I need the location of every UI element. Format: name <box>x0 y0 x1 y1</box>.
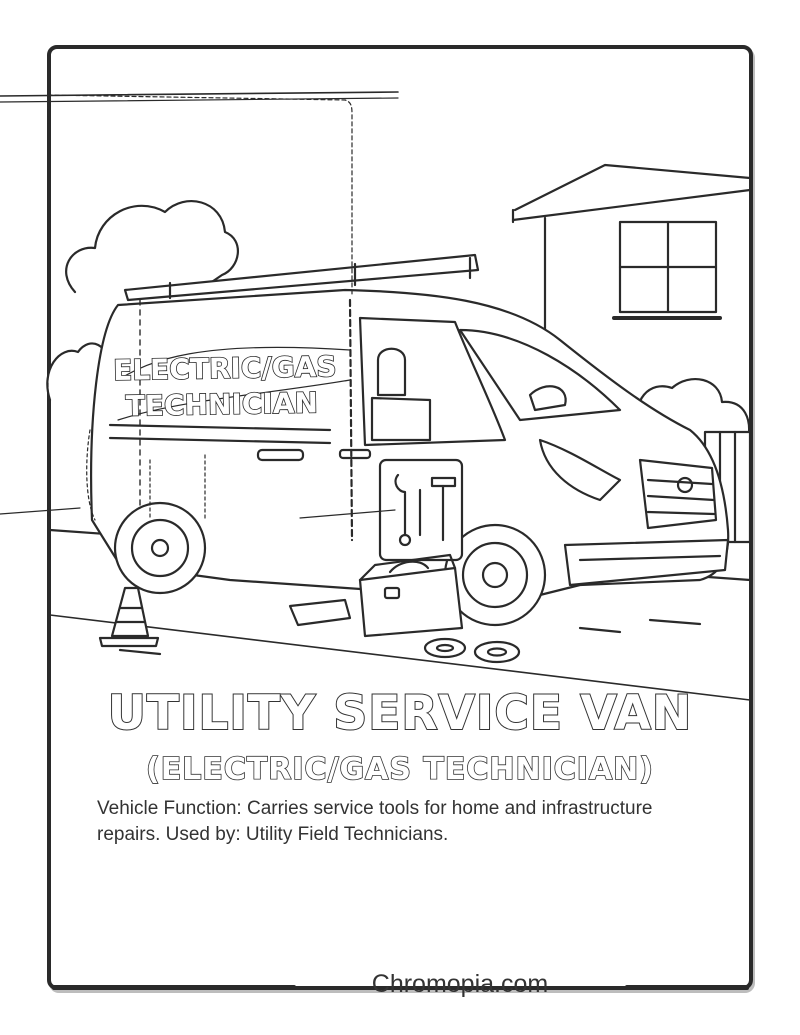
house <box>511 163 752 332</box>
van-side-text-line2: TECHNICIAN <box>125 386 318 422</box>
small-case <box>288 598 352 627</box>
van <box>90 253 730 602</box>
page-subtitle: (ELECTRIC/GAS TECHNICIAN) <box>145 751 654 788</box>
tape-rolls <box>423 637 521 664</box>
toolbox <box>358 553 464 638</box>
footer-divider-right <box>625 985 749 990</box>
footer-divider-left <box>52 985 296 990</box>
page-title: UTILITY SERVICE VAN <box>107 685 693 742</box>
tool-panel <box>378 458 464 562</box>
brand-label: Chromopia.com <box>371 970 549 998</box>
sketch-artifacts <box>47 94 396 521</box>
vehicle-description: Vehicle Function: Carries service tools … <box>97 798 653 845</box>
cloud <box>65 200 239 294</box>
traffic-cone <box>98 586 160 648</box>
rear-wheel <box>113 501 207 595</box>
van-side-text-line1: ELECTRIC/GAS <box>113 350 337 387</box>
